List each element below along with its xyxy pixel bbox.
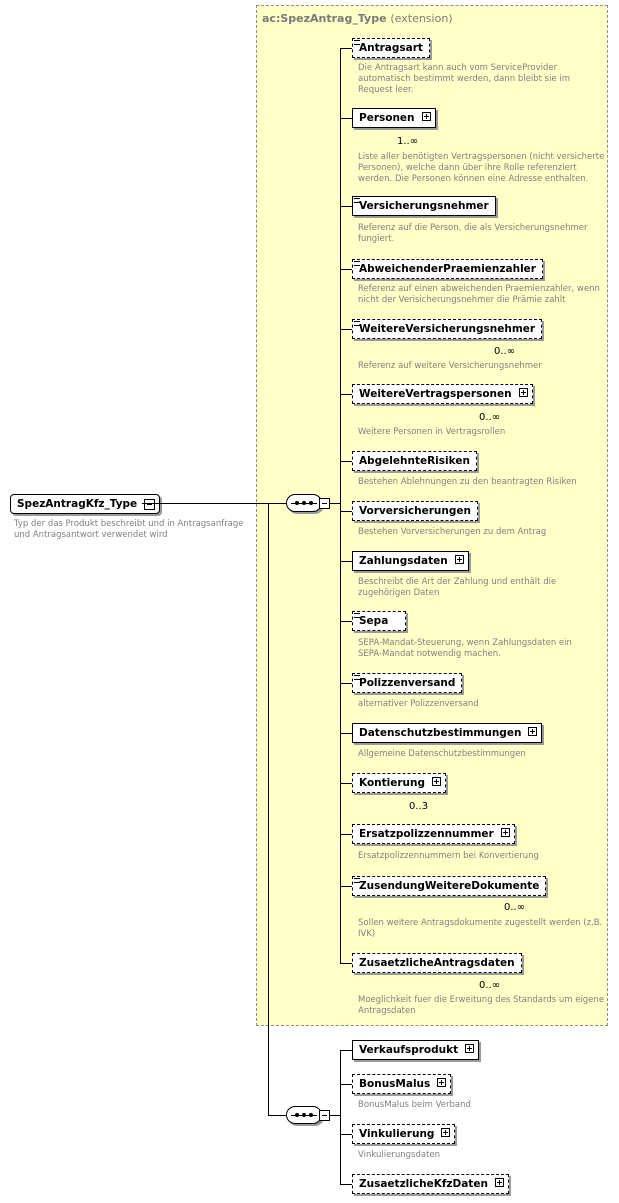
element-description: Weitere Personen in Vertragsrollen [358, 427, 506, 437]
expand-icon[interactable] [432, 777, 442, 786]
trunk-line [268, 503, 269, 1116]
element-description: Referenz auf weitere Versicherungsnehmer [358, 361, 542, 371]
extension-type-name: ac:SpezAntrag_Type [262, 12, 387, 25]
element-zusaetzliche-kfz-daten[interactable]: ZusaetzlicheKfzDaten [352, 1174, 509, 1194]
cardinality: 0..3 [409, 801, 429, 812]
sequence-1-collapse-icon[interactable] [319, 498, 330, 509]
expand-icon[interactable] [421, 112, 431, 121]
element-verkaufsprodukt[interactable]: Verkaufsprodukt [352, 1040, 480, 1060]
expand-icon[interactable] [494, 1178, 504, 1187]
element-personen[interactable]: Personen [352, 104, 440, 128]
element-description: Bestehen Ablehnungen zu den beantragten … [358, 477, 577, 487]
element-kontierung[interactable]: Kontierung [352, 769, 451, 793]
element-description: Referenz auf einen abweichenden Praemien… [358, 284, 600, 305]
element-abweichender-praemienzahler[interactable]: AbweichenderPraemienzahler [352, 259, 543, 279]
element-vinkulierung[interactable]: Vinkulierung [352, 1124, 456, 1144]
root-connector [142, 503, 287, 504]
element-weitere-vertragspersonen[interactable]: WeitereVertragspersonen [352, 380, 537, 404]
element-description: BonusMalus beim Verband [358, 1100, 471, 1110]
element-description: alternativer Polizzenversand [358, 699, 479, 709]
sequence-compositor-1[interactable] [286, 494, 322, 512]
element-description: Ersatzpolizzennummern bei Konvertierung [358, 851, 539, 861]
element-description: Bestehen Vorversicherungen zu dem Antrag [358, 527, 547, 537]
element-zahlungsdaten[interactable]: Zahlungsdaten [352, 551, 469, 571]
cardinality: 0..∞ [504, 902, 526, 913]
element-datenschutzbestimmungen[interactable]: Datenschutzbestimmungen [352, 723, 543, 743]
cardinality: 0..∞ [479, 980, 501, 991]
element-abgelehnte-risiken[interactable]: AbgelehnteRisiken [352, 451, 477, 471]
element-zusaetzliche-antragsdaten[interactable]: ZusaetzlicheAntragsdaten [352, 949, 526, 973]
element-description: SEPA-Mandat-Steuerung, wenn Zahlungsdate… [358, 638, 572, 659]
element-sepa[interactable]: Sepa [352, 611, 406, 631]
seq2-out [330, 1115, 340, 1116]
element-ersatzpolizzennummer[interactable]: Ersatzpolizzennummer [352, 824, 515, 844]
element-versicherungsnehmer[interactable]: Versicherungsnehmer [352, 196, 496, 216]
expand-icon[interactable] [518, 388, 528, 397]
collapse-icon[interactable] [144, 499, 156, 510]
cardinality: 0..∞ [479, 412, 501, 423]
seq1-out [330, 503, 340, 504]
root-description: Typ der das Produkt beschreibt und in An… [14, 519, 244, 540]
element-zusendung-weitere-dokumente[interactable]: ZusendungWeitereDokumente [352, 872, 551, 896]
cardinality: 0..∞ [494, 346, 516, 357]
element-bonus-malus[interactable]: BonusMalus [352, 1074, 452, 1094]
element-antragsart[interactable]: Antragsart [352, 38, 430, 58]
element-description: Vinkulierungsdaten [358, 1150, 441, 1160]
expand-icon[interactable] [441, 1128, 451, 1137]
element-weitere-versicherungsnehmer[interactable]: WeitereVersicherungsnehmer [352, 315, 547, 339]
expand-icon[interactable] [465, 1044, 475, 1053]
element-description: Beschreibt die Art der Zahlung und enthä… [358, 577, 557, 598]
seq2-branch-line [340, 1050, 341, 1185]
element-description: Liste aller benötigten Vertragspersonen … [358, 152, 605, 184]
element-description: Sollen weitere Antragsdokumente zugestel… [358, 918, 603, 939]
root-type-box[interactable]: SpezAntragKfz_Type [10, 494, 161, 514]
expand-icon[interactable] [454, 555, 464, 564]
cardinality: 1..∞ [397, 136, 419, 147]
extension-note: (extension) [390, 12, 453, 25]
expand-icon[interactable] [500, 828, 510, 837]
root-type-name: SpezAntragKfz_Type [17, 498, 138, 510]
element-polizzenversand[interactable]: Polizzenversand [352, 673, 463, 693]
expand-icon[interactable] [528, 727, 538, 736]
element-description: Moeglichkeit fuer die Erweitung des Stan… [358, 995, 605, 1016]
extension-title: ac:SpezAntrag_Type (extension) [262, 12, 453, 25]
seq2-connector [268, 1115, 286, 1116]
seq1-branch-line [340, 48, 341, 964]
expand-icon[interactable] [437, 1078, 447, 1087]
sequence-2-collapse-icon[interactable] [319, 1110, 330, 1121]
element-vorversicherungen[interactable]: Vorversicherungen [352, 501, 478, 521]
element-description: Allgemeine Datenschutzbestimmungen [358, 749, 526, 759]
element-description: Die Antragsart kann auch vom ServiceProv… [358, 63, 571, 95]
sequence-compositor-2[interactable] [286, 1106, 322, 1124]
element-description: Referenz auf die Person, die als Versich… [358, 223, 588, 244]
